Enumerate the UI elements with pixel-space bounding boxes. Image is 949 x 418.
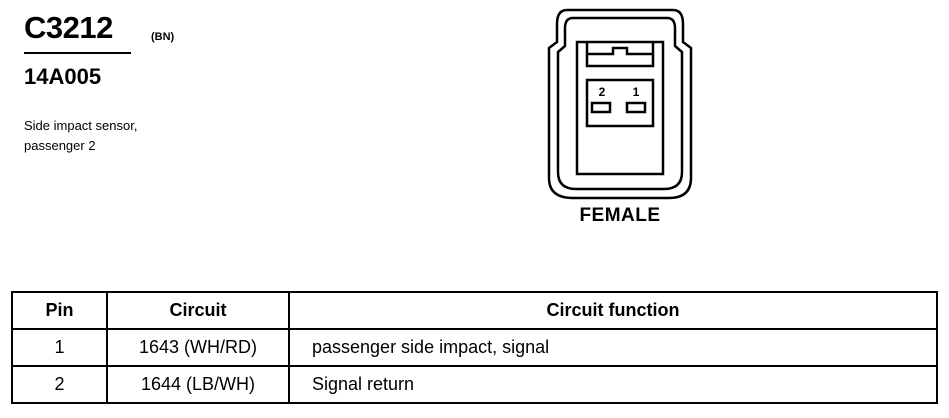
connector-outer-shell: [547, 8, 693, 200]
table-row: 1 1643 (WH/RD) passenger side impact, si…: [11, 328, 938, 367]
cell-circuit: 1644 (LB/WH): [106, 365, 290, 404]
header-circuit: Circuit: [106, 291, 290, 330]
connector-id-underline: [24, 52, 131, 54]
pin-cavity-area: [585, 78, 655, 128]
table-header-row: Pin Circuit Circuit function: [11, 291, 938, 330]
part-number: 14A005: [24, 64, 102, 89]
cell-function: Signal return: [288, 365, 938, 404]
table-row: 2 1644 (LB/WH) Signal return: [11, 365, 938, 404]
pin-cavity-1: [625, 101, 647, 114]
cell-function: passenger side impact, signal: [288, 328, 938, 367]
cell-circuit: 1643 (WH/RD): [106, 328, 290, 367]
terminal-housing: [575, 40, 665, 176]
header-pin: Pin: [11, 291, 108, 330]
cell-pin: 1: [11, 328, 108, 367]
cell-pin: 2: [11, 365, 108, 404]
connector-face-diagram: 2 1: [547, 8, 693, 200]
pin-cavity-2: [590, 101, 612, 114]
connector-description: Side impact sensor, passenger 2: [24, 116, 137, 156]
connector-inner-shell: [556, 16, 684, 191]
header-circuit-function: Circuit function: [288, 291, 938, 330]
pin-label-2: 2: [599, 85, 606, 99]
pinout-table: Pin Circuit Circuit function 1 1643 (WH/…: [11, 291, 938, 404]
locking-tab: [585, 42, 655, 68]
description-line-1: Side impact sensor,: [24, 118, 138, 133]
description-line-2: passenger 2: [24, 138, 96, 153]
gender-label: FEMALE: [579, 205, 661, 226]
pin-label-1: 1: [633, 85, 640, 99]
connector-id: C3212: [24, 10, 113, 45]
color-code: (BN): [151, 31, 175, 43]
